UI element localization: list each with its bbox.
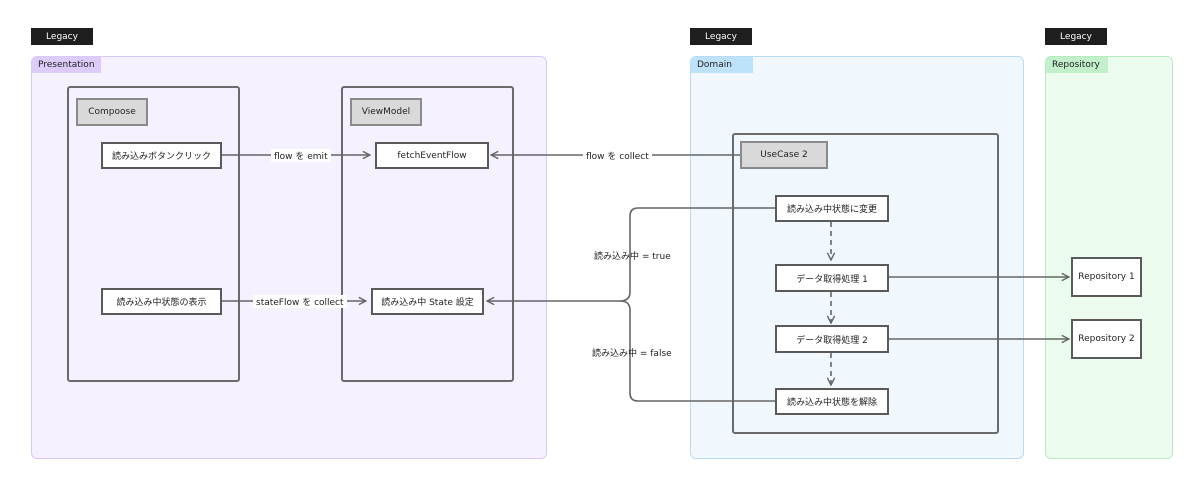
data-fetch-1-node: データ取得処理 1 (775, 264, 889, 292)
legacy-badge-domain: Legacy (690, 28, 752, 45)
edge-label-loading-false: 読み込み中 = false (592, 349, 672, 359)
legacy-badge-repository: Legacy (1045, 28, 1107, 45)
presentation-section-label: Presentation (32, 57, 101, 73)
usecase-label: UseCase 2 (740, 141, 828, 169)
set-loading-node: 読み込み中状態に変更 (775, 195, 889, 222)
viewmodel-container (341, 86, 514, 382)
repository-2-node: Repository 2 (1071, 319, 1142, 359)
usecase-container (732, 133, 999, 434)
fetch-event-flow-node: fetchEventFlow (375, 142, 489, 169)
release-loading-node: 読み込み中状態を解除 (775, 388, 889, 415)
repository-1-node: Repository 1 (1071, 257, 1142, 297)
repository-section-label: Repository (1046, 57, 1108, 73)
loading-display-node: 読み込み中状態の表示 (101, 288, 222, 315)
edge-label-flow-collect: flow を collect (583, 149, 652, 162)
viewmodel-label: ViewModel (350, 98, 422, 126)
compose-label: Compoose (76, 98, 148, 126)
legacy-badge-presentation: Legacy (31, 28, 93, 45)
edge-loading-true (487, 207, 776, 301)
domain-section-label: Domain (691, 57, 753, 73)
compose-container (67, 86, 240, 382)
edge-label-loading-true: 読み込み中 = true (594, 252, 671, 262)
load-button-click-node: 読み込みボタンクリック (101, 142, 222, 169)
edge-label-flow-emit: flow を emit (271, 149, 331, 162)
loading-state-set-node: 読み込み中 State 設定 (371, 288, 484, 315)
edge-loading-false (619, 300, 776, 402)
data-fetch-2-node: データ取得処理 2 (775, 325, 889, 353)
edge-label-stateflow-collect: stateFlow を collect (253, 295, 347, 308)
